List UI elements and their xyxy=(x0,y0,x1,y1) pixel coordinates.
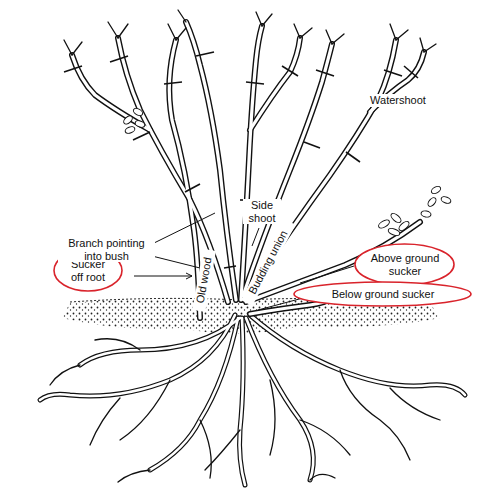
leaves xyxy=(122,107,451,237)
circled-label: Below ground sucker xyxy=(293,281,472,307)
part-name: Above ground sucker xyxy=(370,252,440,277)
part-label: Side shoot xyxy=(243,199,281,224)
cut-marks xyxy=(64,52,418,268)
circled-label: Above ground sucker xyxy=(354,243,455,286)
red-ellipse xyxy=(354,243,455,286)
part-label: Budding union xyxy=(241,219,295,306)
roots xyxy=(40,315,465,485)
part-label: Branch pointing into bush xyxy=(58,237,155,262)
part-label: Watershoot xyxy=(357,94,439,107)
part-label: Old wood xyxy=(192,249,215,312)
part-name: Below ground sucker xyxy=(318,288,448,301)
